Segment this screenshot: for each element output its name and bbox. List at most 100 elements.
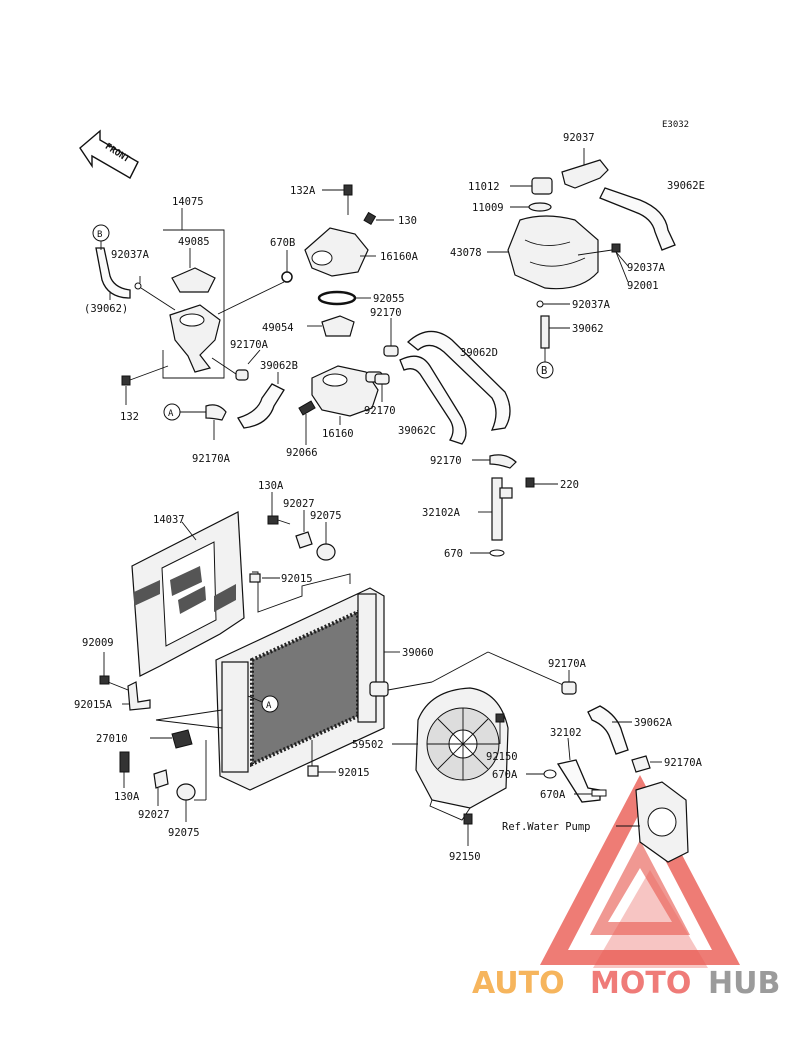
part-labels: 92037 11012 11009 43078 39062E 92037A 92… [74, 132, 705, 863]
diagram-code: E3032 [662, 120, 689, 130]
label-39062D: 39062D [460, 347, 498, 359]
thermostat-cover-group [304, 184, 394, 337]
label-92015-t: 92015 [281, 573, 313, 585]
clamp-92170A-right [561, 681, 577, 695]
watermark-logo [540, 775, 740, 968]
label-92037A-l: 92037A [111, 249, 150, 261]
label-132: 132 [120, 411, 139, 423]
middle-hoses-group [163, 318, 558, 557]
label-92037: 92037 [563, 132, 595, 144]
label-92170A-r2: 92170A [664, 757, 703, 769]
hose-39062-left [95, 247, 131, 299]
label-92037A-r: 92037A [627, 262, 666, 274]
bolt-92150-bottom [463, 813, 473, 825]
clamp-92170-right [489, 454, 517, 469]
washer-92027-bottom [153, 769, 169, 789]
clamp-92170A-mid [235, 369, 249, 381]
radiator-group [99, 492, 571, 822]
label-39062-r: 39062 [572, 323, 604, 335]
label-39062-l: (39062) [84, 303, 128, 315]
thermostat-cover-16160A [304, 227, 369, 277]
seal-11009 [528, 202, 552, 212]
reservoir-group [487, 148, 676, 362]
hose-39062A [587, 705, 629, 755]
callout-A-bottom-label: A [266, 701, 272, 711]
label-92170A-l: 92170A [192, 453, 231, 465]
label-43078: 43078 [450, 247, 482, 259]
tank-43078 [507, 215, 599, 290]
label-59502: 59502 [352, 739, 384, 751]
oring-670A-a [543, 769, 557, 779]
washer-92027-top [295, 531, 313, 549]
watermark-moto: MOTO [590, 966, 691, 1001]
label-49054: 49054 [262, 322, 294, 334]
clamp-92170A-left [205, 404, 227, 421]
label-39060: 39060 [402, 647, 434, 659]
label-14075: 14075 [172, 196, 204, 208]
label-39062C: 39062C [398, 425, 436, 437]
label-220: 220 [560, 479, 579, 491]
clamp-92037A [536, 300, 544, 308]
label-16160: 16160 [322, 428, 354, 440]
label-92170-r: 92170 [430, 455, 462, 467]
label-92015A: 92015A [74, 699, 113, 711]
bolt-92001 [611, 243, 621, 253]
bracket-92015-bottom [307, 765, 319, 777]
grommet-92075-top [316, 543, 336, 561]
bolt-92009 [99, 675, 110, 685]
label-39062A: 39062A [634, 717, 673, 729]
oring-670A-b [591, 789, 607, 797]
hose-39062B [237, 383, 285, 429]
label-130A-b: 130A [114, 791, 140, 803]
label-92150-b: 92150 [449, 851, 481, 863]
front-arrow-icon: FRONT [79, 129, 139, 179]
clamp-92037A-left [134, 282, 142, 290]
ref-water-pump-label: Ref.Water Pump [502, 821, 591, 833]
clamp-92170-top [383, 345, 399, 357]
watermark-hub: HUB [708, 966, 780, 1001]
label-670: 670 [444, 548, 463, 560]
watermark-text: AUTO MOTO HUB [472, 966, 780, 1001]
label-14037: 14037 [153, 514, 185, 526]
label-670A-b: 670A [540, 789, 566, 801]
label-92170A-m: 92170A [230, 339, 269, 351]
bracket-92015-top [249, 573, 261, 583]
callout-B-right [536, 361, 554, 379]
label-130A-t: 130A [258, 480, 284, 492]
bolt-130 [363, 211, 377, 226]
label-92075-b: 92075 [168, 827, 200, 839]
bracket-92015A [127, 681, 151, 711]
fan-group [392, 670, 689, 863]
label-670B: 670B [270, 237, 295, 249]
hose-39062E [599, 187, 676, 251]
oring-670B [281, 271, 293, 283]
thermostat-49054 [321, 315, 355, 337]
label-92066: 92066 [286, 447, 318, 459]
callout-B-right-label: B [541, 365, 547, 377]
hose-39062D [406, 330, 511, 431]
label-11012: 11012 [468, 181, 500, 193]
oring-92055 [317, 290, 357, 306]
label-92075-t: 92075 [310, 510, 342, 522]
label-49085: 49085 [178, 236, 210, 248]
label-92170A-r: 92170A [548, 658, 587, 670]
label-130: 130 [398, 215, 417, 227]
grommet-92075-bottom [176, 783, 196, 801]
clamp-92170A-right2 [631, 755, 651, 773]
label-92027-t: 92027 [283, 498, 315, 510]
pipe-32102A [491, 477, 503, 541]
label-11009: 11009 [472, 202, 504, 214]
label-670A-a: 670A [492, 769, 518, 781]
clamp-92170-mid [374, 373, 390, 385]
label-32102A: 32102A [422, 507, 461, 519]
bolt-92150-mid [495, 713, 505, 723]
callout-A-bottom [261, 695, 279, 713]
fan-switch-27010 [171, 729, 193, 749]
label-92055: 92055 [373, 293, 405, 305]
label-92015-b: 92015 [338, 767, 370, 779]
bolt-132A [343, 184, 353, 196]
bracket-92037 [561, 159, 609, 189]
label-92027-b: 92027 [138, 809, 170, 821]
callout-B-left-label: B [97, 230, 102, 240]
hose-39062C [399, 355, 467, 445]
